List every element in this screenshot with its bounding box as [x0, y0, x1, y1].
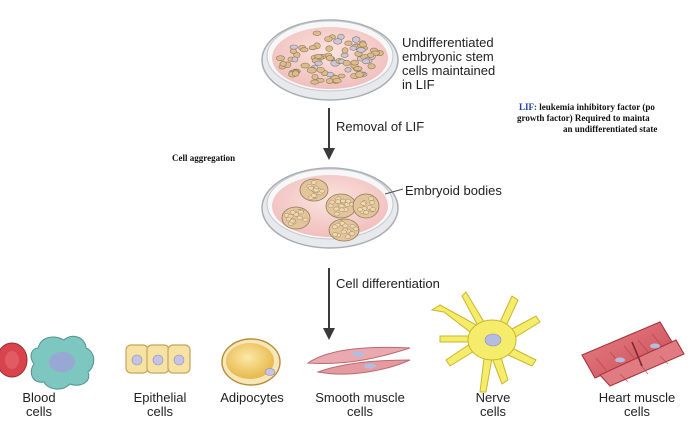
heart-muscle-cells-label: Heart muscle cells — [598, 390, 676, 419]
adipocyte-icon — [221, 338, 281, 386]
stem-cell — [308, 45, 317, 51]
embryoid-body — [299, 178, 329, 202]
lif-definition: leukemia inhibitory factor (po — [539, 102, 655, 112]
stem-cell — [362, 58, 371, 65]
smooth-muscle-icon — [306, 346, 411, 375]
stem-cell — [325, 78, 334, 84]
stem-cell — [332, 78, 342, 84]
lif-note-line-2: growth factor) Required to mainta — [517, 113, 650, 123]
lif-note-line-3: an undifferentiated state — [563, 124, 658, 134]
stem-cell — [344, 67, 352, 73]
embryoid-body — [352, 193, 380, 219]
cell-aggregation-note: Cell aggregation — [172, 153, 236, 163]
stem-cell — [325, 55, 334, 62]
epithelial-cells-label: Epithelial cells — [133, 390, 187, 419]
down-arrow-icon — [323, 108, 335, 160]
stem-cell — [367, 63, 376, 70]
blood-cells-label: Blood cells — [22, 390, 56, 419]
smooth-muscle-cells-label: Smooth muscle cells — [315, 390, 405, 419]
stem-cell — [324, 36, 333, 42]
stem-cell — [340, 52, 349, 58]
stem-cell — [342, 59, 351, 67]
removal-of-lif-label: Removal of LIF — [336, 119, 425, 134]
stem-cell — [289, 48, 297, 54]
stem-cell — [349, 45, 357, 51]
stem-cell — [291, 56, 299, 63]
nerve-cell-icon — [430, 291, 541, 393]
stem-cell — [316, 67, 325, 73]
embryoid-pointer — [384, 188, 404, 195]
lif-note-line-1: LIF: leukemia inhibitory factor (po — [519, 102, 655, 112]
embryoid-body — [328, 218, 360, 242]
stem-cell — [367, 52, 375, 58]
stem-cell — [353, 66, 363, 71]
stem-cell — [311, 74, 319, 80]
stem-cell — [312, 30, 322, 36]
undiff-line-1: Undifferentiated — [402, 35, 494, 50]
stem-cell — [351, 36, 361, 43]
undiff-line-2: embryonic stem — [402, 49, 494, 64]
embryoid-bodies-label: Embryoid bodies — [405, 183, 502, 198]
stem-cell — [279, 61, 287, 67]
petri-dish-icon — [261, 19, 399, 101]
stem-cell — [359, 41, 367, 48]
stem-cell — [299, 47, 309, 53]
heart-muscle-icon — [581, 321, 685, 387]
cell-differentiation-label: Cell differentiation — [336, 276, 440, 291]
undifferentiated-label: Undifferentiated embryonic stem cells ma… — [402, 36, 495, 92]
stem-cell — [350, 59, 359, 66]
down-arrow-icon — [323, 268, 335, 340]
stem-cell — [333, 38, 343, 45]
stem-cell — [341, 47, 349, 54]
stem-cell — [300, 62, 310, 69]
embryoid-body — [281, 206, 311, 230]
stem-cell — [344, 40, 353, 46]
stem-cell — [314, 53, 323, 59]
stem-cell — [276, 55, 285, 62]
lif-term: LIF: — [519, 102, 537, 112]
stem-cell — [306, 67, 317, 74]
blood-cell-icon — [0, 335, 95, 390]
stem-cell — [292, 70, 300, 77]
embryoid-dish-icon — [261, 167, 399, 249]
epithelial-cell-icon — [125, 344, 191, 374]
adipocytes-label: Adipocytes — [220, 390, 284, 405]
nerve-cells-label: Nerve cells — [475, 390, 511, 419]
stem-cell — [310, 79, 320, 85]
embryoid-body — [325, 193, 357, 219]
stem-cell — [314, 60, 323, 66]
stem-cell — [355, 71, 364, 78]
stem-cell — [356, 47, 366, 53]
undiff-line-3: cells maintained — [402, 63, 496, 78]
undiff-line-4: in LIF — [402, 77, 435, 92]
stem-cell — [325, 45, 333, 52]
stem-cell — [289, 44, 298, 50]
